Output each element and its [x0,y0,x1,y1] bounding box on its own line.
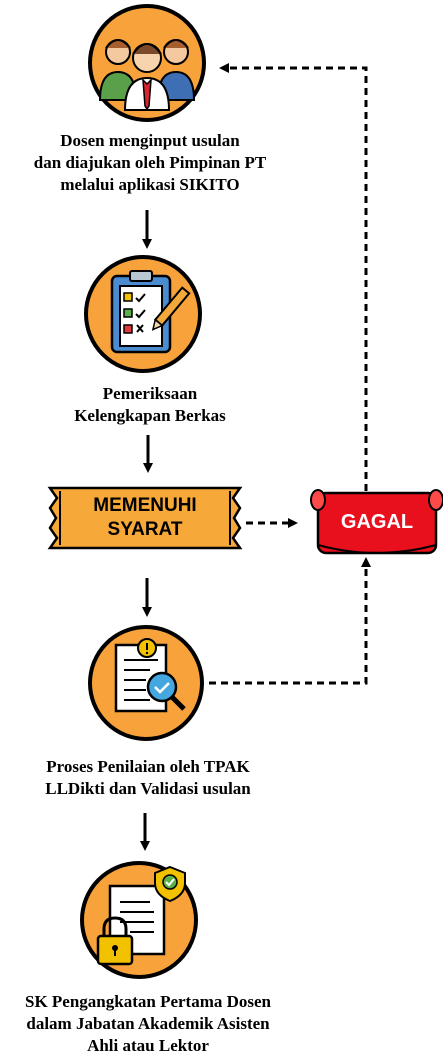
step2-caption-line1: Pemeriksaan [102,384,198,403]
step4-caption-line2: dalam Jabatan Akademik Asisten [26,1014,270,1033]
people-group-icon [88,4,206,122]
step1-caption-line3: melalui aplikasi SIKITO [60,175,240,194]
decision-label-line2: SYARAT [107,519,183,540]
step3-caption-line2: LLDikti dan Validasi usulan [45,779,251,798]
decision-label: MEMENUHI SYARAT [60,494,230,542]
step1-caption-line1: Dosen menginput usulan [60,131,240,150]
arrow-fail-back-to-step1 [219,63,368,491]
step4-caption-line1: SK Pengangkatan Pertama Dosen [24,992,272,1011]
fail-box [310,489,443,555]
step3-caption: Proses Penilaian oleh TPAK LLDikti dan V… [0,756,296,800]
step4-caption: SK Pengangkatan Pertama Dosen dalam Jaba… [0,991,296,1057]
step4-caption-line3: Ahli atau Lektor [87,1036,209,1055]
certified-document-lock-icon [80,861,198,979]
step1-caption: Dosen menginput usulan dan diajukan oleh… [0,130,300,196]
step2-caption-line2: Kelengkapan Berkas [74,406,226,425]
step3-caption-line1: Proses Penilaian oleh TPAK [46,757,250,776]
clipboard-checklist-icon [84,255,202,373]
step1-caption-line2: dan diajukan oleh Pimpinan PT [33,153,267,172]
decision-label-line1: MEMENUHI [93,495,197,516]
document-search-icon [88,625,204,741]
decision-box [47,486,243,550]
step2-caption: Pemeriksaan Kelengkapan Berkas [0,383,300,427]
fail-label: GAGAL [340,511,414,533]
arrow-step3-to-fail [209,557,371,685]
